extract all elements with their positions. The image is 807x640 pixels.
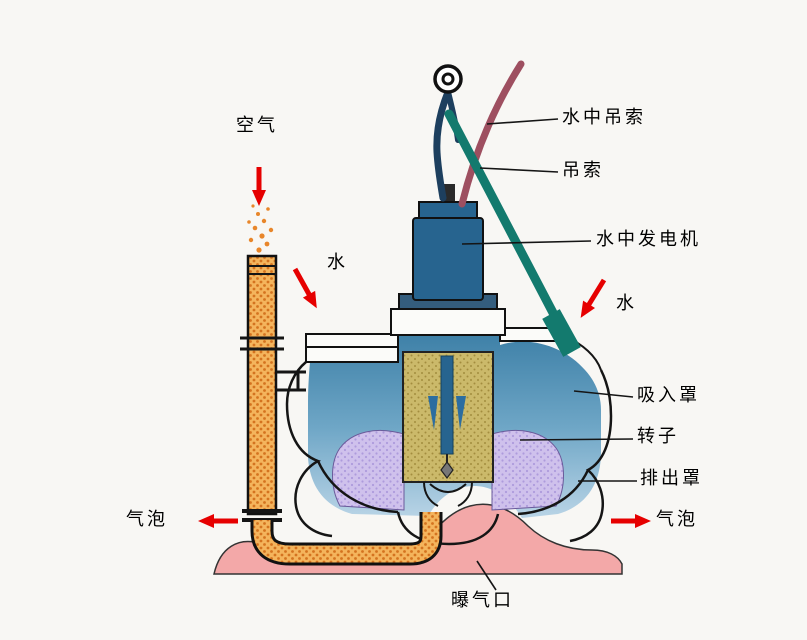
casing-right-outer [569, 369, 613, 543]
casing-right-inner-bottom [517, 469, 590, 516]
throat-left-curve [423, 481, 439, 507]
label-bubbles-right: 气泡 [656, 509, 698, 530]
leader-rotor [519, 438, 634, 441]
motor-cap [418, 201, 478, 219]
air-spray-dots [247, 204, 274, 253]
sling-rod-shaft [444, 109, 567, 335]
air-intake-tube [240, 204, 443, 566]
leader-underwater-generator [461, 240, 592, 245]
venturi-curve [429, 483, 467, 493]
left-suction-plate-upper [305, 333, 399, 348]
leader-lines [461, 118, 637, 591]
lifting-cable [458, 60, 525, 208]
throat-right-curve [457, 481, 473, 507]
leader-underwater-sling [486, 118, 559, 125]
label-aeration-port: 曝气口 [451, 590, 514, 611]
shaft-tip-cone [440, 461, 454, 479]
water-flow-arrow-right [580, 278, 607, 318]
impeller-blade-left [428, 396, 438, 430]
label-underwater-sling: 水中吊索 [562, 107, 646, 128]
impeller-blade-right [456, 396, 466, 430]
sling-rod [444, 109, 581, 357]
label-discharge-hood: 排出罩 [640, 468, 703, 489]
discharge-chamber-right [491, 430, 564, 511]
label-water-right: 水 [616, 293, 637, 314]
label-sling: 吊索 [562, 160, 604, 181]
label-underwater-generator: 水中发电机 [596, 229, 701, 250]
label-water-left: 水 [327, 252, 348, 273]
mounting-flange-white [390, 308, 506, 336]
intake-tube-vertical [246, 254, 278, 516]
casing-bottom-bell [396, 511, 500, 546]
leader-sling [479, 167, 559, 173]
casing-left-inner-bottom [316, 460, 399, 514]
label-suction-hood: 吸入罩 [637, 385, 700, 406]
motor-assembly [390, 64, 506, 336]
air-pipe-fill [253, 512, 440, 563]
left-suction-plate-lower [305, 346, 399, 363]
lifting-bracket-left [433, 88, 452, 202]
discharge-chamber-left [332, 430, 405, 511]
label-rotor: 转子 [637, 426, 679, 447]
water-flow-arrow-left [292, 267, 317, 309]
lifting-eye-inner [441, 72, 455, 86]
pump-casing [285, 327, 613, 546]
rotor-shaft [440, 355, 454, 455]
sling-rod-tip [542, 309, 581, 357]
leader-aeration-port [476, 560, 497, 591]
leader-suction-hood [573, 390, 634, 398]
label-air: 空气 [236, 115, 278, 136]
flow-arrows [198, 167, 651, 528]
motor-body [412, 217, 484, 301]
label-bubbles-left: 气泡 [126, 509, 168, 530]
